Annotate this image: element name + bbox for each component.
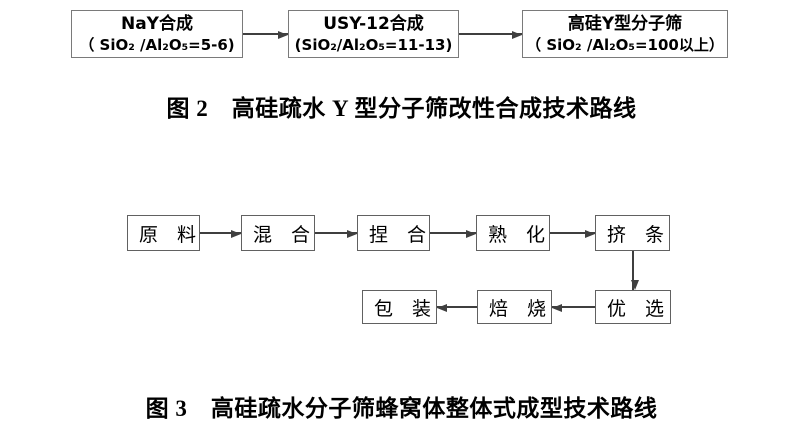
fig2-box3-title: 高硅Y型分子筛: [567, 13, 683, 34]
fig3-step-mixing: 混 合: [241, 215, 315, 251]
fig3-step-calcination-label: 焙 烧: [489, 298, 547, 320]
arrow-down-icon: [630, 251, 639, 290]
fig3-step-calcination: 焙 烧: [477, 290, 552, 324]
fig3-step-raw-material-label: 原 料: [139, 224, 197, 246]
fig3-step-selection-label: 优 选: [607, 298, 665, 320]
arrow-right-icon: [315, 230, 357, 238]
arrow-right-icon: [550, 230, 595, 238]
fig3-step-selection: 优 选: [595, 290, 671, 324]
fig2-box2-title: USY-12合成: [323, 13, 424, 34]
fig3-step-kneading-label: 捏 合: [369, 224, 427, 246]
fig2-box1-title: NaY合成: [120, 13, 193, 34]
arrow-right-icon: [459, 31, 522, 39]
arrow-left-icon: [437, 304, 477, 312]
fig3-step-extrusion: 挤 条: [595, 215, 670, 251]
fig2-box-nay-synthesis: NaY合成 （ SiO₂ /Al₂O₅=5-6): [71, 10, 243, 58]
fig3-step-kneading: 捏 合: [357, 215, 430, 251]
figure2-caption: 图 2 高硅疏水 Y 型分子筛改性合成技术路线: [166, 96, 637, 121]
arrow-left-icon: [552, 304, 595, 312]
fig3-step-extrusion-label: 挤 条: [607, 224, 665, 246]
fig3-step-mixing-label: 混 合: [253, 224, 311, 246]
arrow-right-icon: [430, 230, 476, 238]
arrow-right-icon: [200, 230, 241, 238]
arrow-right-icon: [243, 31, 288, 39]
fig3-step-aging-label: 熟 化: [488, 224, 546, 246]
fig3-step-packaging-label: 包 装: [374, 298, 432, 320]
fig2-box2-formula: (SiO₂/Al₂O₅=11-13): [294, 35, 453, 54]
fig2-box-high-silica-y-zeolite: 高硅Y型分子筛 （ SiO₂ /Al₂O₅=100以上）: [522, 10, 728, 58]
fig3-step-aging: 熟 化: [476, 215, 550, 251]
fig3-step-raw-material: 原 料: [127, 215, 200, 251]
figure3-caption: 图 3 高硅疏水分子筛蜂窝体整体式成型技术路线: [145, 396, 658, 421]
fig2-box3-formula: （ SiO₂ /Al₂O₅=100以上）: [526, 35, 724, 54]
fig3-step-packaging: 包 装: [362, 290, 437, 324]
fig2-box1-formula: （ SiO₂ /Al₂O₅=5-6): [79, 35, 235, 54]
fig2-box-usy12-synthesis: USY-12合成 (SiO₂/Al₂O₅=11-13): [288, 10, 459, 58]
